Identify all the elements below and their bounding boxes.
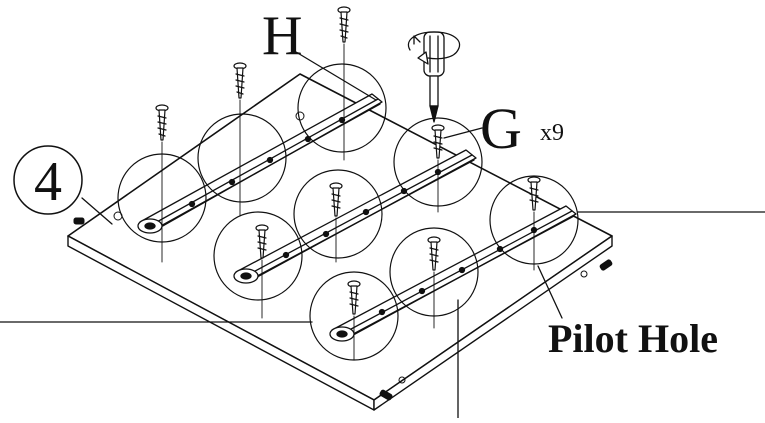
screw-icon xyxy=(155,104,169,263)
part-quantity-g: x9 xyxy=(540,120,564,146)
slide-rail-3 xyxy=(329,205,577,342)
screw-icon xyxy=(233,62,247,217)
part-label-g: G xyxy=(480,96,522,161)
screw-icon xyxy=(527,176,541,271)
leader-h xyxy=(295,51,377,101)
screw-icon xyxy=(255,224,269,319)
slide-rails xyxy=(137,93,577,342)
step-number-badge: 4 xyxy=(13,145,83,215)
pilot-hole-label: Pilot Hole xyxy=(548,316,718,361)
leader-pilot-hole xyxy=(537,265,563,319)
panel-board xyxy=(67,73,613,411)
screw-icon xyxy=(347,280,361,361)
screwdriver-rotate-icon xyxy=(407,31,461,123)
leader-g xyxy=(443,127,483,139)
leader-lines xyxy=(0,51,765,419)
screw-icon xyxy=(431,124,445,213)
screws xyxy=(155,6,541,361)
screw-icon xyxy=(427,236,441,329)
screw-icon xyxy=(337,6,351,161)
screw-icon xyxy=(329,182,343,263)
leader-step xyxy=(81,197,113,225)
slide-rail-2 xyxy=(233,149,477,284)
part-label-h: H xyxy=(262,5,302,67)
step-number: 4 xyxy=(34,151,62,213)
